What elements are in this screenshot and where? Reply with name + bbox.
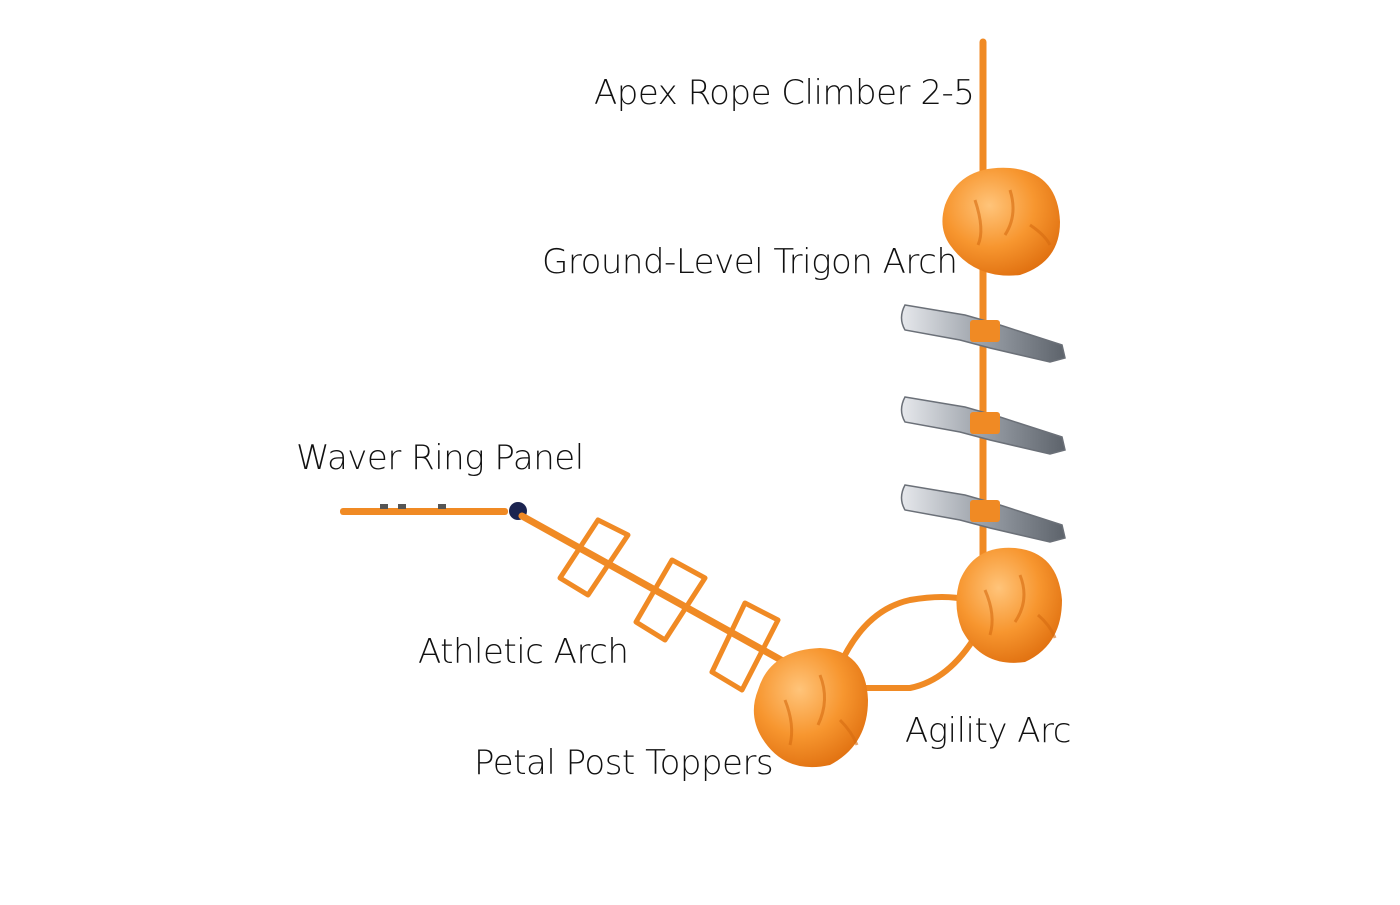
label-ground-level-trigon-arch: Ground-Level Trigon Arch bbox=[542, 242, 957, 282]
trigon-rung bbox=[900, 304, 1066, 363]
label-apex-rope-climber: Apex Rope Climber 2-5 bbox=[594, 73, 974, 113]
petal-post-topper-bottom bbox=[753, 648, 868, 768]
trigon-rung bbox=[900, 396, 1066, 455]
label-athletic-arch: Athletic Arch bbox=[418, 632, 628, 672]
waver-ring-panel bbox=[340, 502, 527, 520]
petal-post-topper-top bbox=[942, 167, 1060, 276]
arch-loop bbox=[557, 517, 631, 598]
trigon-arch-rungs bbox=[900, 304, 1066, 543]
trigon-rung bbox=[900, 484, 1066, 543]
petal-post-topper-corner bbox=[956, 547, 1062, 663]
athletic-arch bbox=[518, 512, 794, 693]
arch-loop bbox=[633, 557, 708, 643]
label-agility-arc: Agility Arc bbox=[905, 711, 1071, 751]
arch-loop bbox=[709, 600, 781, 693]
label-petal-post-toppers: Petal Post Toppers bbox=[474, 743, 773, 783]
label-waver-ring-panel: Waver Ring Panel bbox=[296, 438, 584, 478]
